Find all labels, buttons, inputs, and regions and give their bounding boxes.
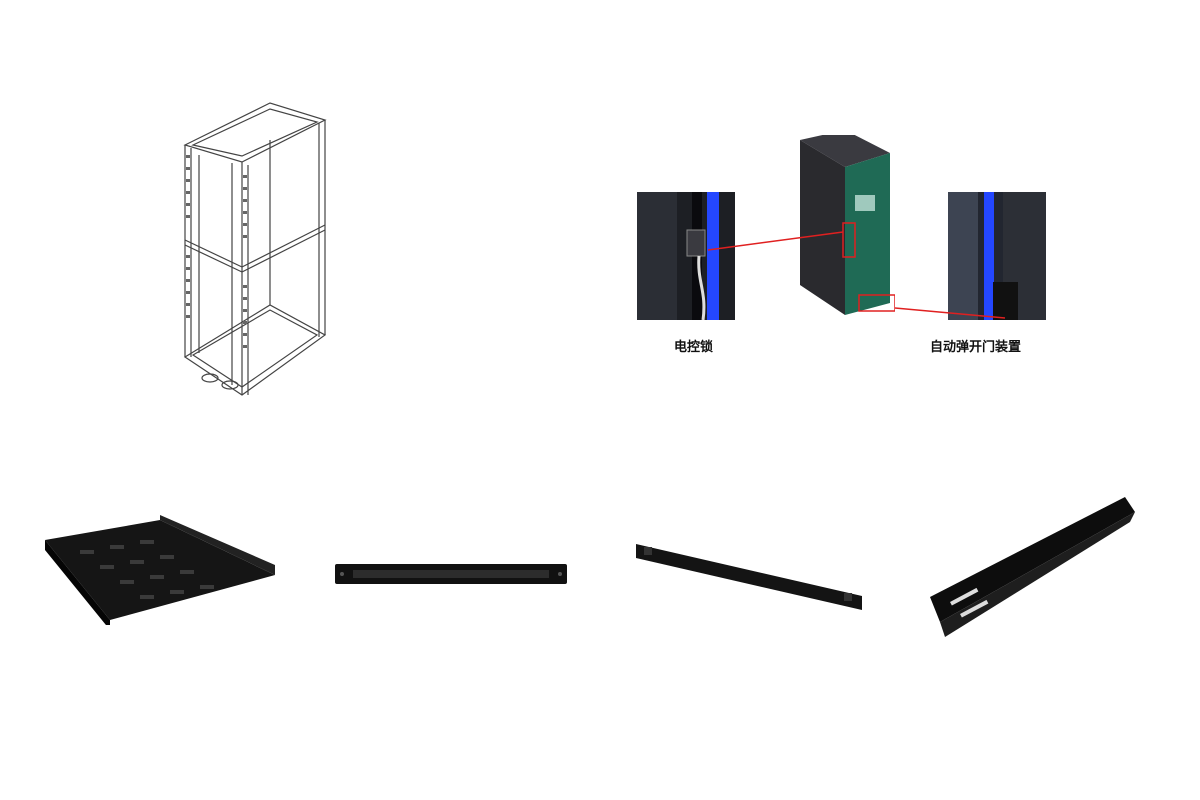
brush-panel-photo (333, 560, 569, 588)
l-rail-photo (925, 492, 1140, 642)
auto-door-photo (948, 192, 1046, 320)
auto-door-label: 自动弹开门装置 (930, 340, 1022, 355)
electric-lock-photo (637, 192, 735, 320)
door-callout-line (894, 307, 1006, 319)
electric-lock-label: 电控锁 (674, 340, 714, 355)
vented-shelf-photo (40, 515, 280, 625)
blanking-bar-photo (632, 538, 867, 613)
cabinet-frame-drawing (175, 95, 335, 400)
green-cabinet-photo (795, 135, 895, 320)
lock-callout-line (707, 231, 844, 251)
